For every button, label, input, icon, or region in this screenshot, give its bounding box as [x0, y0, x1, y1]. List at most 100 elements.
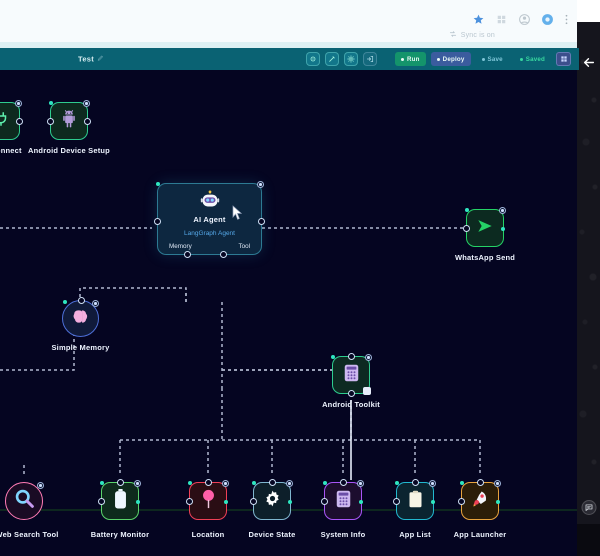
save-button[interactable]: Save — [476, 52, 509, 66]
deploy-button[interactable]: Deploy — [430, 52, 471, 66]
port-output[interactable] — [496, 500, 500, 504]
port-top-left[interactable] — [323, 481, 327, 485]
port-input[interactable] — [47, 118, 54, 125]
run-button[interactable]: Run — [395, 52, 426, 66]
simple-memory-box[interactable] — [62, 295, 99, 337]
node-whatsapp-send[interactable]: WhatsApp Send — [455, 207, 515, 262]
save-dot-icon — [481, 57, 485, 61]
star-icon[interactable] — [472, 13, 485, 26]
port-output[interactable] — [224, 500, 228, 504]
profile-icon[interactable] — [518, 13, 531, 26]
port-top-left[interactable] — [252, 481, 256, 485]
node-web-search-tool[interactable]: Web Search Tool — [0, 482, 58, 539]
port-output[interactable] — [16, 118, 23, 125]
port-input[interactable] — [154, 218, 161, 225]
port-output[interactable] — [359, 500, 363, 504]
workflow-canvas[interactable]: AI Agent LangGraph Agent Memory Tool Con… — [0, 70, 577, 556]
workflow-icon-button[interactable] — [306, 52, 321, 66]
location-box[interactable] — [186, 477, 229, 520]
node-app-list[interactable]: App List — [393, 477, 436, 539]
app-list-box[interactable] — [393, 477, 436, 520]
port-resize-handle[interactable] — [363, 387, 371, 395]
grid-toggle-button[interactable] — [556, 52, 571, 66]
port-input[interactable] — [321, 498, 328, 505]
port-input[interactable] — [250, 498, 257, 505]
saved-dot-icon — [519, 57, 523, 61]
port-top-left[interactable] — [395, 481, 399, 485]
chat-bubble-icon[interactable] — [581, 500, 596, 515]
gear-icon[interactable] — [92, 300, 99, 307]
port-top-left[interactable] — [100, 481, 104, 485]
sync-avatar-icon[interactable] — [541, 13, 554, 26]
connect-box[interactable] — [0, 100, 23, 140]
workflow-title[interactable]: Test — [78, 55, 104, 64]
gear-icon[interactable] — [429, 480, 436, 487]
gear-icon[interactable] — [499, 207, 506, 214]
settings-icon-button[interactable] — [344, 52, 359, 66]
ai-agent-memory-label: Memory — [169, 243, 192, 250]
node-simple-memory[interactable]: Simple Memory — [51, 295, 109, 352]
port-top-left[interactable] — [156, 182, 160, 186]
node-system-info[interactable]: System Info — [321, 477, 365, 539]
port-top-left[interactable] — [331, 355, 335, 359]
app-launcher-box[interactable] — [458, 477, 501, 520]
port-bottom[interactable] — [348, 390, 355, 397]
back-arrow-icon[interactable] — [582, 56, 595, 74]
gear-icon[interactable] — [83, 100, 90, 107]
node-app-launcher[interactable]: App Launcher — [454, 477, 506, 539]
android-toolkit-box[interactable] — [331, 351, 372, 397]
node-android-device-setup[interactable]: Android Device Setup — [28, 100, 110, 155]
port-output[interactable] — [136, 500, 140, 504]
gear-icon[interactable] — [222, 480, 229, 487]
port-top-left[interactable] — [49, 101, 53, 105]
gear-icon[interactable] — [286, 480, 293, 487]
right-panel-teal-edge — [577, 48, 579, 70]
pencil-icon[interactable] — [97, 55, 104, 64]
port-input[interactable] — [98, 498, 105, 505]
port-top-left[interactable] — [465, 208, 469, 212]
whatsapp-send-box[interactable] — [463, 207, 506, 247]
node-location[interactable]: Location — [186, 477, 229, 539]
extensions-icon[interactable] — [495, 13, 508, 26]
port-top-left[interactable] — [188, 481, 192, 485]
location-label: Location — [191, 530, 225, 539]
browser-icon-group — [472, 13, 569, 26]
node-battery-monitor[interactable]: Battery Monitor — [91, 477, 149, 539]
port-output[interactable] — [431, 500, 435, 504]
port-output[interactable] — [258, 218, 265, 225]
mouse-pointer-icon — [232, 205, 243, 225]
system-info-box[interactable] — [321, 477, 364, 520]
device-state-box[interactable] — [250, 477, 293, 520]
port-top-left[interactable] — [460, 481, 464, 485]
share-icon-button[interactable] — [363, 52, 378, 66]
gear-icon[interactable] — [365, 354, 372, 361]
port-top-left[interactable] — [63, 300, 67, 304]
port-input[interactable] — [463, 225, 470, 232]
battery-monitor-box[interactable] — [98, 477, 141, 520]
gear-icon[interactable] — [257, 181, 264, 188]
port-input[interactable] — [393, 498, 400, 505]
gear-icon[interactable] — [494, 480, 501, 487]
gear-icon[interactable] — [37, 482, 44, 489]
right-panel-top — [577, 0, 600, 22]
gear-icon[interactable] — [134, 480, 141, 487]
menu-icon[interactable] — [564, 13, 569, 26]
gear-icon[interactable] — [357, 480, 364, 487]
whatsapp-send-label: WhatsApp Send — [454, 253, 516, 262]
android-device-setup-box[interactable] — [47, 100, 91, 140]
port-output[interactable] — [288, 500, 292, 504]
chrome-divider — [0, 42, 577, 48]
node-android-toolkit[interactable]: Android Toolkit — [322, 351, 380, 409]
gear-icon[interactable] — [15, 100, 22, 107]
sync-status-label: Sync is on — [460, 31, 495, 39]
node-ai-agent[interactable]: AI Agent LangGraph Agent Memory Tool — [154, 181, 265, 260]
web-search-tool-box[interactable] — [5, 482, 44, 520]
node-connect[interactable]: Connect — [0, 100, 23, 155]
port-input[interactable] — [186, 498, 193, 505]
ai-agent-box[interactable]: AI Agent LangGraph Agent Memory Tool — [154, 181, 265, 260]
port-output[interactable] — [501, 227, 505, 231]
port-output[interactable] — [84, 118, 91, 125]
node-device-state[interactable]: Device State — [248, 477, 295, 539]
port-input[interactable] — [458, 498, 465, 505]
magic-wand-icon-button[interactable] — [325, 52, 340, 66]
